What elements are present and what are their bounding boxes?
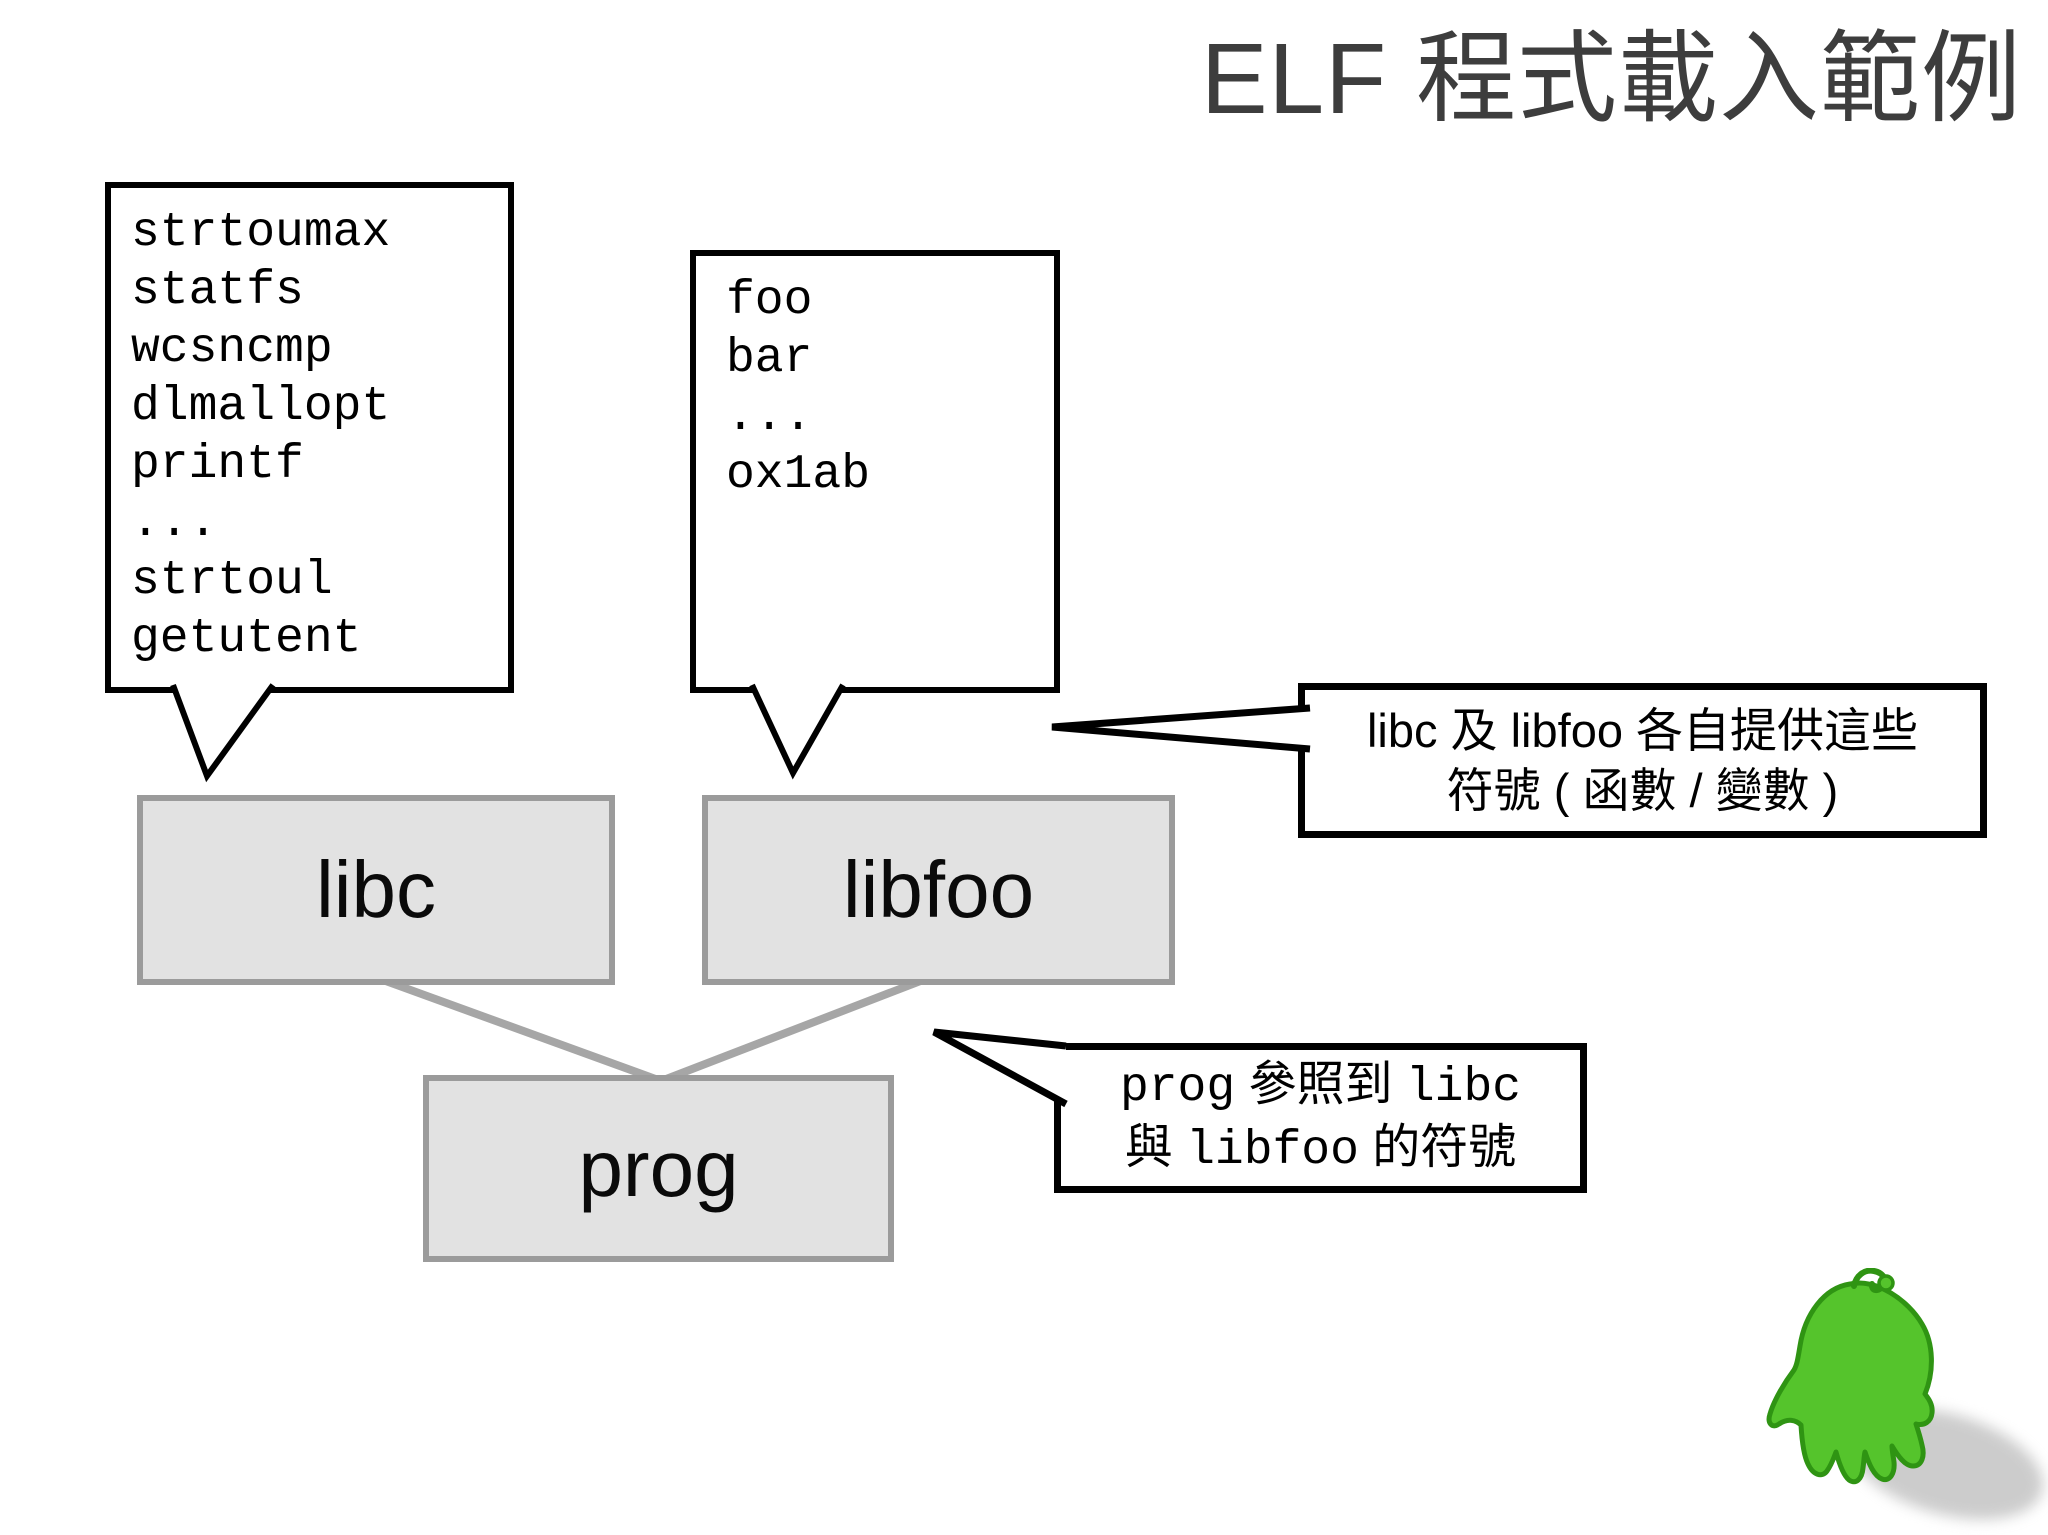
symbol-line: statfs <box>131 264 304 318</box>
libc-symbols-bubble: strtoumax statfs wcsncmp dlmallopt print… <box>105 182 514 693</box>
symbol-line: dlmallopt <box>131 380 391 434</box>
symbol-line: foo <box>726 274 813 328</box>
reference-text-zh3: 的符號 <box>1358 1121 1517 1174</box>
symbol-line: wcsncmp <box>131 322 333 376</box>
libc-node-label: libc <box>315 845 437 934</box>
reference-text-zh1: 參照到 <box>1235 1058 1406 1111</box>
symbol-line: ... <box>726 390 813 444</box>
provide-callout-tail <box>1051 704 1311 753</box>
mascot-hand-icon <box>1766 1268 2044 1520</box>
provide-callout: libc 及 libfoo 各自提供這些 符號 ( 函數 / 變數 ) <box>1298 683 1987 838</box>
reference-callout-tail <box>932 1028 1068 1108</box>
reference-callout: prog 參照到 libc 與 libfoo 的符號 <box>1054 1043 1587 1193</box>
symbol-line: getutent <box>131 612 362 666</box>
prog-node-label: prog <box>578 1123 739 1213</box>
symbol-line: ox1ab <box>726 448 871 502</box>
libfoo-node: libfoo <box>702 795 1175 985</box>
symbol-line: strtoumax <box>131 206 391 260</box>
reference-callout-line1: prog 參照到 libc <box>1120 1055 1521 1118</box>
reference-callout-line2: 與 libfoo 的符號 <box>1125 1118 1517 1181</box>
libfoo-node-label: libfoo <box>842 845 1035 934</box>
mascot-body <box>1766 1280 1935 1485</box>
symbol-line: bar <box>726 332 813 386</box>
libfoo-bubble-tail <box>749 683 846 780</box>
reference-word-libc: libc <box>1405 1061 1522 1115</box>
symbol-line: ... <box>131 496 218 550</box>
reference-word-libfoo: libfoo <box>1186 1124 1359 1178</box>
libc-node: libc <box>137 795 615 985</box>
mascot-antenna-ball <box>1877 1274 1895 1292</box>
prog-node: prog <box>423 1075 894 1262</box>
reference-word-prog: prog <box>1119 1061 1236 1115</box>
symbol-line: strtoul <box>131 554 333 608</box>
libfoo-prog-connector <box>659 976 925 1085</box>
provide-callout-line2: 符號 ( 函數 / 變數 ) <box>1446 763 1839 817</box>
libc-bubble-tail <box>170 683 276 783</box>
symbol-line: printf <box>131 438 304 492</box>
reference-text-zh2: 與 <box>1124 1121 1187 1174</box>
provide-callout-line1: libc 及 libfoo 各自提供這些 <box>1366 703 1919 757</box>
libfoo-symbols-bubble: foo bar ... ox1ab <box>690 250 1060 693</box>
page-title: ELF 程式載入範例 <box>1200 23 2022 135</box>
libc-prog-connector <box>381 976 663 1085</box>
